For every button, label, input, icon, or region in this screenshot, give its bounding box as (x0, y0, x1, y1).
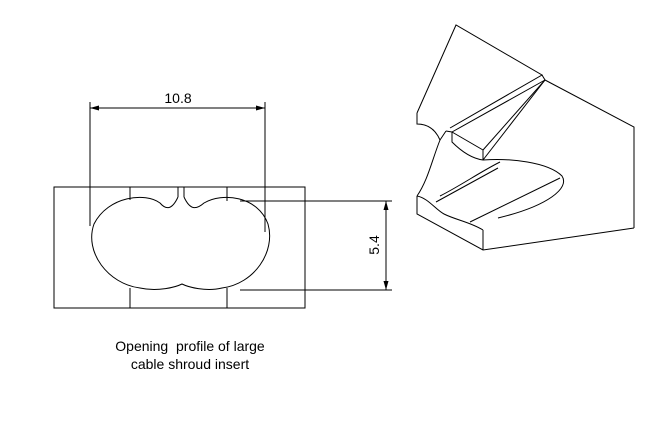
height-dimension: 5.4 (240, 200, 392, 291)
double-lobe-opening (91, 196, 271, 290)
width-dimension-label: 10.8 (164, 90, 191, 106)
width-dimension: 10.8 (89, 90, 266, 187)
isometric-view (416, 24, 635, 251)
height-dimension-label: 5.4 (366, 235, 382, 255)
caption-line-1: Opening profile of large (115, 338, 265, 354)
caption-line-2: cable shroud insert (130, 356, 250, 372)
bottom-segment-lines (129, 288, 228, 308)
figure-caption: Opening profile of large cable shroud in… (60, 337, 320, 373)
opening-profile-view: 10.8 5.4 (53, 90, 392, 309)
insert-outline (53, 186, 306, 309)
top-segment-lines (89, 187, 266, 232)
